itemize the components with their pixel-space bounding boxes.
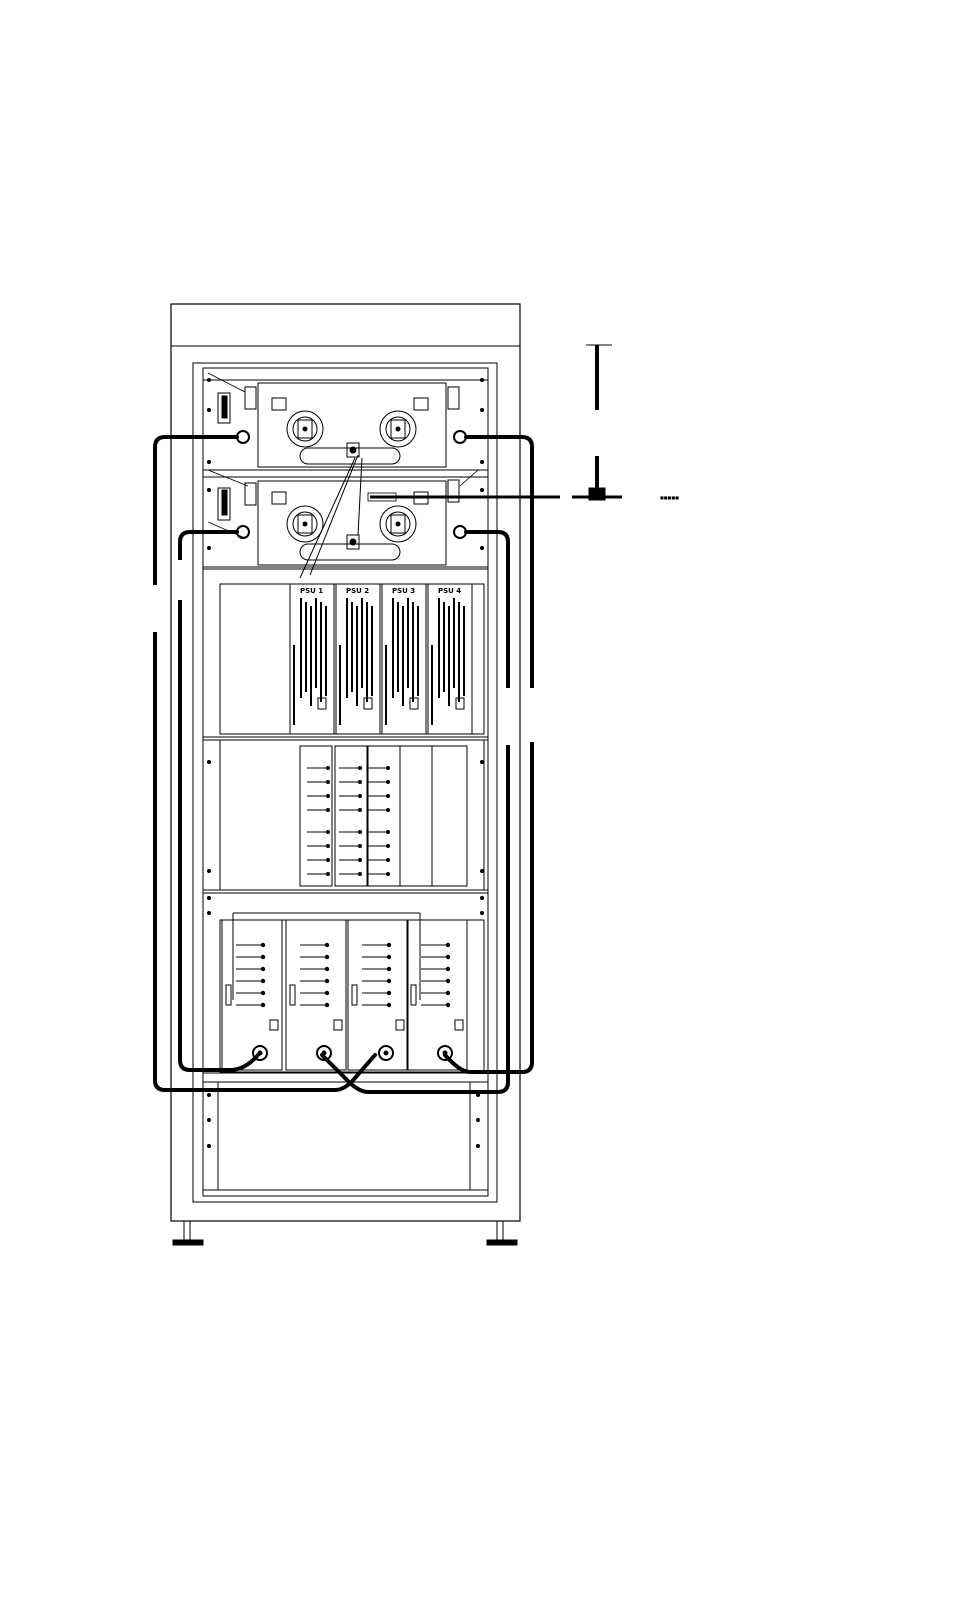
- psu-vent-bar: [412, 602, 414, 702]
- connector-pin: [358, 766, 362, 770]
- amp-pin: [325, 967, 329, 971]
- amp-pin: [325, 979, 329, 983]
- inset-label: ■■■■■: [660, 495, 679, 500]
- psu-vent-bar: [407, 598, 409, 688]
- leader-lines: [208, 373, 478, 538]
- amp-pin: [261, 967, 265, 971]
- amp-pin: [387, 967, 391, 971]
- amp-pin: [446, 955, 450, 959]
- amp-pin: [325, 1003, 329, 1007]
- psu-vent-bar: [310, 606, 312, 706]
- amp-pin: [387, 979, 391, 983]
- amp-pin: [446, 967, 450, 971]
- combiner-unit-2: [203, 455, 488, 578]
- connector-pin: [326, 766, 330, 770]
- connector-pin: [326, 794, 330, 798]
- distribution-connectors: [307, 766, 390, 876]
- amp-pin: [325, 991, 329, 995]
- psu-1-label: PSU 1: [300, 587, 323, 595]
- cabinet-frame: [171, 304, 520, 1221]
- psu-vent-bar: [351, 602, 353, 692]
- amp-pin: [325, 955, 329, 959]
- amp-pin: [261, 943, 265, 947]
- psu-2-label: PSU 2: [346, 587, 369, 595]
- psu-vent-bar: [438, 598, 440, 698]
- connector-pin: [386, 844, 390, 848]
- amp-port: [334, 1020, 342, 1030]
- psu-vent-bar: [325, 606, 327, 696]
- amp-pin: [446, 979, 450, 983]
- connector-pin: [326, 780, 330, 784]
- distribution-shelf: [203, 740, 488, 890]
- connector-pin: [326, 858, 330, 862]
- amp-port: [455, 1020, 463, 1030]
- rf-cables: [155, 437, 532, 1092]
- connector-pin: [326, 872, 330, 876]
- amp-status: [352, 985, 357, 1005]
- amp-status: [226, 985, 231, 1005]
- amp-pin: [446, 991, 450, 995]
- connector-pin: [326, 808, 330, 812]
- amplifier-modules: [222, 920, 467, 1070]
- connector-pin: [386, 794, 390, 798]
- amp-pin: [446, 1003, 450, 1007]
- amp-pin: [387, 991, 391, 995]
- psu-vent-bar: [356, 606, 358, 706]
- inset-detail: [572, 345, 622, 500]
- psu-vent-bar: [397, 602, 399, 692]
- psu-vent-bar: [366, 602, 368, 702]
- amp-pin: [261, 979, 265, 983]
- psu-vent-bar: [448, 606, 450, 706]
- psu-vent-bar: [458, 602, 460, 702]
- amp-rf-pin: [384, 1051, 389, 1056]
- connector-pin: [358, 844, 362, 848]
- connector-pin: [358, 858, 362, 862]
- psu-vent-bar: [392, 598, 394, 698]
- amp-port: [396, 1020, 404, 1030]
- connector-pin: [358, 808, 362, 812]
- amp-status: [411, 985, 416, 1005]
- connector-pin: [358, 830, 362, 834]
- connector-pin: [386, 830, 390, 834]
- psu-vent-bar: [443, 602, 445, 692]
- psu-vent-bar: [453, 598, 455, 688]
- psu-vent-bar: [320, 602, 322, 702]
- psu-vent-bar: [361, 598, 363, 688]
- psu-4-label: PSU 4: [438, 587, 461, 595]
- amp-pin: [325, 943, 329, 947]
- combiner-unit-1: [203, 380, 488, 470]
- psu-vent-bar: [402, 606, 404, 706]
- amp-pin: [261, 991, 265, 995]
- connector-pin: [358, 780, 362, 784]
- amp-pin: [261, 1003, 265, 1007]
- amp-status: [290, 985, 295, 1005]
- cabinet-feet: [173, 1221, 517, 1245]
- amp-pin: [387, 943, 391, 947]
- connector-pin: [358, 794, 362, 798]
- connector-pin: [326, 844, 330, 848]
- connector-pin: [386, 766, 390, 770]
- psu-vent-bar: [346, 598, 348, 698]
- psu-3-label: PSU 3: [392, 587, 415, 595]
- connector-pin: [386, 872, 390, 876]
- psu-vent-bar: [417, 606, 419, 696]
- amp-pin: [387, 1003, 391, 1007]
- connector-pin: [386, 808, 390, 812]
- connector-pin: [386, 780, 390, 784]
- amp-pin: [261, 955, 265, 959]
- psu-vent-bar: [300, 598, 302, 698]
- amp-port: [270, 1020, 278, 1030]
- amp-pin: [387, 955, 391, 959]
- psu-vent-bar: [463, 606, 465, 696]
- connector-pin: [326, 830, 330, 834]
- connector-pin: [358, 872, 362, 876]
- psu-vent-bar: [315, 598, 317, 688]
- amp-pin: [446, 943, 450, 947]
- connector-pin: [386, 858, 390, 862]
- empty-bay: [203, 1082, 488, 1190]
- psu-vent-bar: [371, 606, 373, 696]
- cable-break-marks: [155, 560, 532, 745]
- psu-vent-bar: [305, 602, 307, 692]
